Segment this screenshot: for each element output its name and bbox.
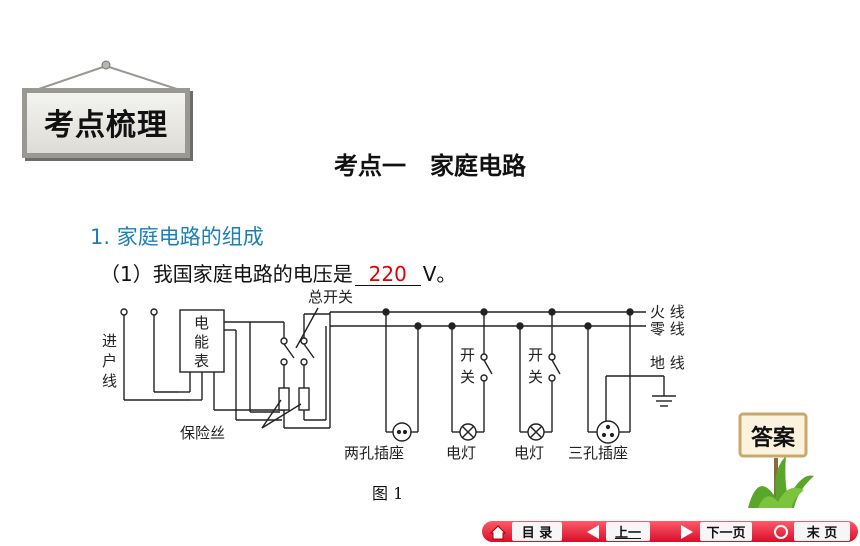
home-icon (489, 524, 507, 539)
answer-button[interactable]: 答案 (728, 410, 828, 510)
nav-menu-button[interactable]: 目 录 (484, 519, 568, 544)
question-prefix: （1）我国家庭电路的电压是 (100, 262, 353, 286)
ground-label: 地 线 (650, 354, 685, 372)
topic-sign (22, 88, 190, 158)
circle-icon (774, 524, 788, 539)
nav-next-button[interactable]: 下一页 (672, 519, 756, 544)
arrow-right-icon (681, 524, 693, 539)
fuse-1 (278, 387, 290, 411)
switch2-label-1: 开 (528, 346, 543, 364)
section-title: 考点一 家庭电路 (334, 152, 526, 180)
live-label: 火 线 (650, 303, 685, 321)
nav-prev-label: 上一 (606, 522, 650, 541)
three-hole-socket (596, 420, 620, 444)
lamp1-label: 电灯 (446, 444, 476, 462)
meter-label-3: 表 (194, 352, 209, 370)
three-hole-label: 三孔插座 (568, 444, 628, 462)
two-hole-socket (392, 422, 412, 442)
incoming-label-1: 进 (102, 332, 117, 350)
grass-icon (738, 412, 814, 508)
nav-prev-button[interactable]: 上一 (578, 519, 658, 544)
main-switch-label: 总开关 (308, 288, 353, 306)
question-suffix: V。 (422, 262, 457, 286)
incoming-label-2: 户 (102, 352, 117, 370)
nav-menu-label: 目 录 (512, 522, 562, 541)
item-title: 1. 家庭电路的组成 (90, 225, 264, 249)
neutral-label: 零 线 (650, 320, 685, 338)
energy-meter (179, 309, 225, 373)
topic-sign-label: 考点梳理 (44, 108, 168, 143)
switch1-label-1: 开 (460, 346, 475, 364)
terminal-2 (150, 308, 158, 316)
incoming-label-3: 线 (102, 372, 117, 390)
two-hole-label: 两孔插座 (344, 444, 404, 462)
switch2-label-2: 关 (528, 368, 543, 386)
answer-label: 答案 (750, 426, 795, 451)
nav-background (482, 521, 858, 542)
circuit-diagram: 进 户 线 电 能 表 总开关 保险丝 火 线 零 线 地 线 开 关 开 关 … (102, 288, 685, 462)
nav-bar: 目 录 上一 下一页 末 页 (478, 519, 860, 546)
fuse-2 (298, 387, 310, 411)
figure-caption: 图 1 (372, 484, 404, 503)
meter-label-2: 能 (194, 333, 209, 351)
sign-hanger (29, 60, 187, 93)
answer-blank: 220 (354, 263, 421, 286)
fuse-label: 保险丝 (180, 424, 225, 442)
arrow-left-icon (587, 524, 599, 539)
lamp2-label: 电灯 (514, 444, 544, 462)
terminal-1 (120, 308, 128, 316)
nav-next-label: 下一页 (700, 522, 752, 541)
switch1-label-2: 关 (460, 368, 475, 386)
nav-last-button[interactable]: 末 页 (768, 519, 854, 544)
nav-last-label: 末 页 (794, 522, 850, 541)
meter-label-1: 电 (194, 314, 209, 332)
